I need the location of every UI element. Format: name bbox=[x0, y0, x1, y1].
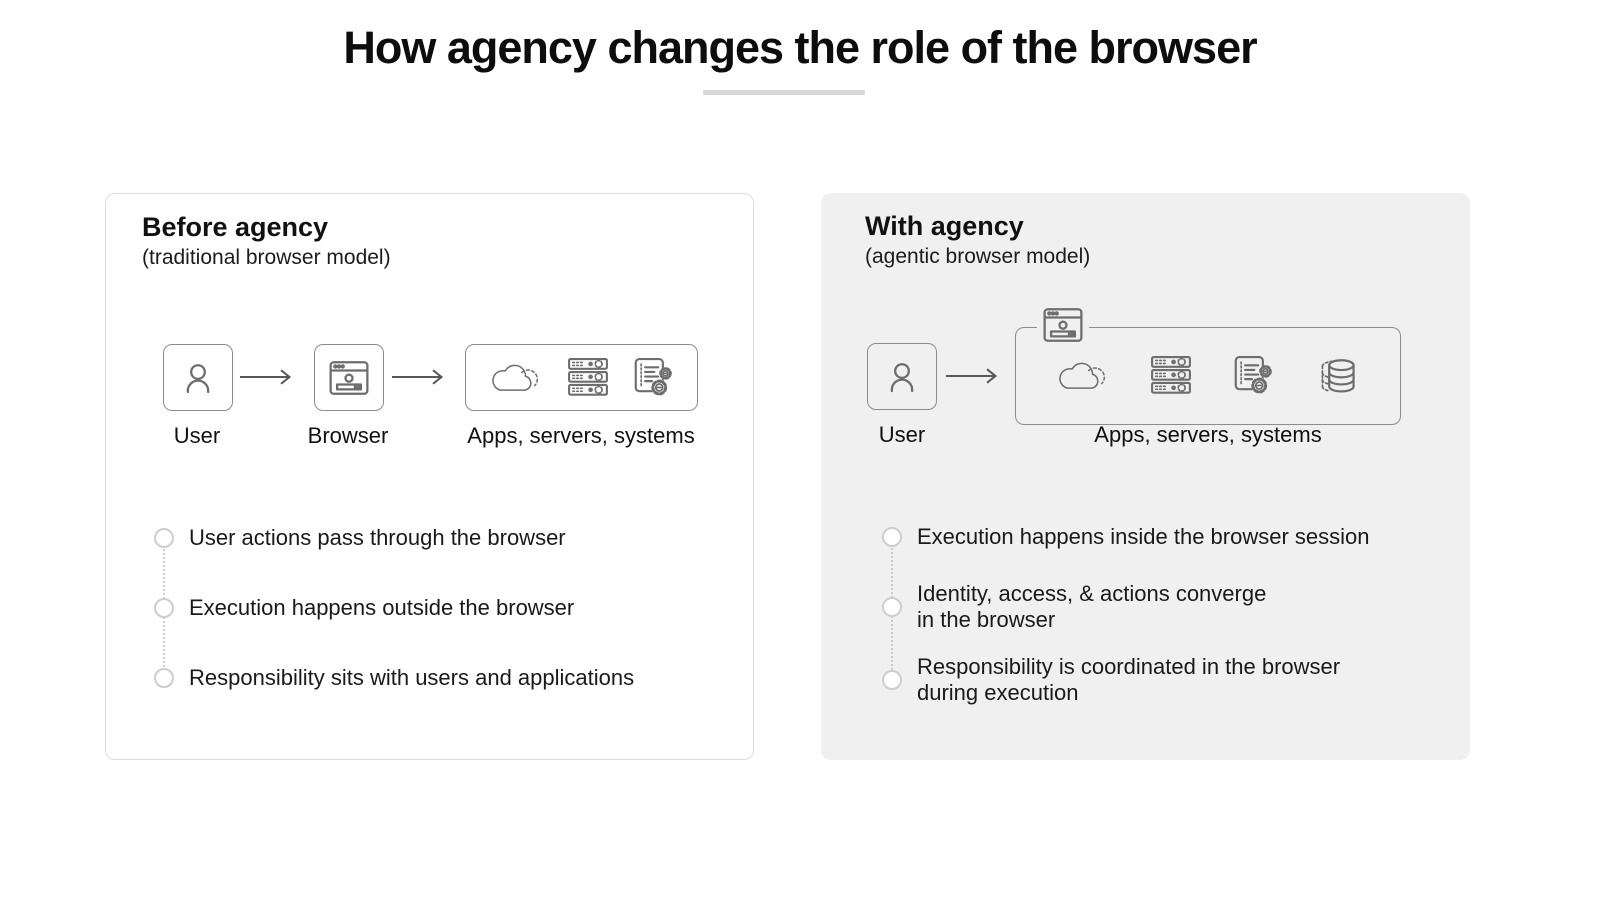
bullet-text: Responsibility is coordinated in the bro… bbox=[917, 654, 1341, 705]
panel-with-header: With agency (agentic browser model) bbox=[865, 210, 1090, 270]
panel-before-header: Before agency (traditional browser model… bbox=[142, 211, 391, 271]
page-title: How agency changes the role of the brows… bbox=[343, 22, 1257, 73]
bullet-text: Execution happens inside the browser ses… bbox=[917, 524, 1370, 549]
panel-before-agency: Before agency (traditional browser model… bbox=[105, 193, 754, 760]
person-icon bbox=[186, 363, 210, 393]
bullet-item: Responsibility is coordinated in the bro… bbox=[882, 654, 1340, 706]
bullet-item: User actions pass through the browser bbox=[154, 525, 566, 551]
bullet-text: User actions pass through the browser bbox=[189, 525, 566, 550]
title-underline bbox=[703, 90, 865, 95]
user-node-label: User bbox=[173, 423, 221, 448]
panel-with-agency: With agency (agentic browser model) User… bbox=[821, 193, 1470, 760]
browser-badge bbox=[1037, 305, 1089, 345]
panel-before-heading: Before agency bbox=[142, 212, 329, 242]
bullet-circle-icon bbox=[882, 527, 902, 547]
user-node-label: User bbox=[878, 422, 926, 447]
bullet-item: Execution happens outside the browser bbox=[154, 595, 574, 621]
bullet-item: Identity, access, & actions converge in … bbox=[882, 581, 1266, 633]
arrow-browser-to-apps-icon bbox=[391, 369, 443, 385]
browser-node-label: Browser bbox=[307, 423, 389, 448]
bullet-circle-icon bbox=[882, 597, 902, 617]
arrow-user-to-session-icon bbox=[945, 368, 997, 384]
bullet-item: Execution happens inside the browser ses… bbox=[882, 524, 1370, 550]
bullet-circle-icon bbox=[154, 598, 174, 618]
app-gears-icon bbox=[633, 357, 674, 397]
panel-with-subheading: (agentic browser model) bbox=[865, 245, 1091, 268]
user-node bbox=[867, 343, 937, 410]
bullet-circle-icon bbox=[154, 528, 174, 548]
browser-session-node bbox=[1015, 327, 1401, 425]
person-icon bbox=[890, 362, 914, 392]
app-gears-icon bbox=[1234, 355, 1274, 395]
bullet-text: Execution happens outside the browser bbox=[189, 595, 575, 620]
arrow-user-to-browser-icon bbox=[239, 369, 291, 385]
browser-node bbox=[314, 344, 384, 411]
database-icon bbox=[1321, 359, 1355, 393]
server-stack-icon bbox=[567, 357, 608, 396]
apps-servers-systems-node bbox=[465, 344, 698, 411]
apps-node-label: Apps, servers, systems bbox=[467, 423, 695, 448]
bullet-item: Responsibility sits with users and appli… bbox=[154, 665, 634, 691]
server-stack-icon bbox=[1151, 356, 1191, 394]
browser-window-icon bbox=[329, 360, 369, 395]
apps-node-label: Apps, servers, systems bbox=[1094, 422, 1322, 447]
cloud-icon bbox=[492, 364, 539, 391]
bullet-circle-icon bbox=[154, 668, 174, 688]
user-node bbox=[163, 344, 233, 411]
bullet-text: Responsibility sits with users and appli… bbox=[189, 665, 635, 690]
browser-window-icon bbox=[1043, 308, 1083, 342]
bullet-circle-icon bbox=[882, 670, 902, 690]
panel-before-subheading: (traditional browser model) bbox=[142, 246, 391, 269]
cloud-icon bbox=[1059, 362, 1106, 389]
bullet-text: Identity, access, & actions converge in … bbox=[917, 581, 1267, 632]
panel-with-heading: With agency bbox=[865, 211, 1024, 241]
